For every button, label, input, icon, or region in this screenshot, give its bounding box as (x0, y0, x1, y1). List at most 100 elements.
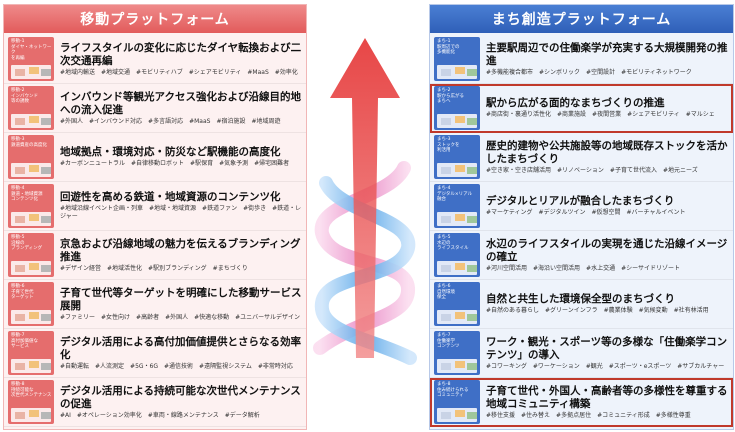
town-tile-label: まち-3 ストックを 利活用 (437, 137, 460, 153)
town-row-body: 主要駅周辺での住働楽学が充実する大規模開発の推進#多機能複合都市 #シンボリック… (486, 37, 731, 81)
mobility-row-6: 移動-6 子育て世代 ターゲット 子育て世代等ターゲットを明確にした移動サービス展… (4, 280, 306, 329)
town-row-body: 歴史的建物や公共施設等の地域既存ストックを活かしたまちづくり#空き家・空き店舗活… (486, 135, 731, 179)
town-row-tags: #マーケティング #デジタルツイン #仮想空間 #バーチャルイベント (486, 209, 686, 216)
town-tile-6: まち-6 自然環境 保全 (434, 282, 480, 326)
mobility-tile-label: 移動-1 ダイヤ・ネットワーク を再編 (11, 39, 52, 61)
town-tile-label: まち-5 水辺の ライフスタイル (437, 235, 469, 251)
mobility-tile-label: 移動-7 高付加価値な サービス (11, 333, 38, 349)
town-row-tags: #多機能複合都市 #シンボリック #空間設計 #モビリティネットワーク (486, 68, 692, 76)
town-tile-illustration (437, 261, 477, 275)
town-row-body: 水辺のライフスタイルの実現を通じた沿線イメージの確立#河川空間活用 #海沿い空間… (486, 233, 731, 277)
town-tile-label: まち-8 住み続けられる コミュニティ (437, 382, 469, 398)
town-row-6: まち-6 自然環境 保全 自然と共生した環境保全型のまちづくり#自然のある暮らし … (430, 280, 733, 329)
mobility-platform-panel: 移動プラットフォーム 移動-1 ダイヤ・ネットワーク を再編ライフスタイルの変化… (3, 4, 307, 430)
mobility-row-title: インバウンド等観光アクセス強化および沿線目的地への流入促進 (60, 90, 301, 116)
town-row-body: 子育て世代・外国人・高齢者等の多様性を尊重する地域コミュニティ構築#移住支援 #… (486, 380, 731, 424)
mobility-tile-2: 移動-2 インバウンド 等の誘致 (8, 86, 54, 130)
town-row-title: ワーク・観光・スポーツ等の多様な「住働楽学コンテンツ」の導入 (486, 335, 728, 361)
mobility-row-body: インバウンド等観光アクセス強化および沿線目的地への流入促進#外国人 #インバウン… (60, 86, 304, 130)
mobility-row-body: 子育て世代等ターゲットを明確にした移動サービス展開#ファミリー #女性向け #高… (60, 282, 304, 326)
town-row-1: まち-1 駅周辺での 多機能化 主要駅周辺での住働楽学が充実する大規模開発の推進#… (430, 35, 733, 84)
mobility-row-tags: #ファミリー #女性向け #高齢者 #外国人 #快適な移動 #ユニバーサルデザイ… (60, 313, 301, 321)
mobility-tile-label: 移動-3 鉄道資産の高度化 (11, 137, 47, 148)
town-tile-illustration (437, 359, 477, 373)
mobility-tile-illustration (11, 408, 51, 422)
mobility-tile-4: 移動-4 鉄道・地域資源 コンテンツ化 (8, 184, 54, 228)
town-creation-platform-panel: まち創造プラットフォーム まち-1 駅周辺での 多機能化 主要駅周辺での住働楽学が… (429, 4, 734, 430)
town-tile-5: まち-5 水辺の ライフスタイル (434, 233, 480, 277)
town-tile-8: まち-8 住み続けられる コミュニティ (434, 380, 480, 424)
mobility-tile-1: 移動-1 ダイヤ・ネットワーク を再編 (8, 37, 54, 81)
mobility-tile-illustration (11, 359, 51, 373)
mobility-row-body: デジタル活用による持続可能な次世代メンテナンスの促進#AI #オペレーション効率… (60, 380, 304, 424)
town-row-4: まち-4 デジタル×リアル 融合デジタルとリアルが融合したまちづくり#マーケティ… (430, 182, 733, 231)
mobility-tile-illustration (11, 114, 51, 128)
mobility-row-8: 移動-8 持続可能な 次世代メンテナンスデジタル活用による持続可能な次世代メンテ… (4, 378, 306, 427)
town-tile-illustration (437, 408, 477, 422)
mobility-tile-3: 移動-3 鉄道資産の高度化 (8, 135, 54, 179)
town-rows: まち-1 駅周辺での 多機能化主要駅周辺での住働楽学が充実する大規模開発の推進#… (430, 35, 733, 427)
town-tile-illustration (437, 163, 477, 177)
mobility-row-tags: #自動運転 #人流測定 #5G・6G #通信技術 #遠隔監視システム #非常時対… (60, 362, 293, 370)
mobility-tile-5: 移動-5 沿線の ブランディング (8, 233, 54, 277)
mobility-row-tags: #地域沿線イベント企画・列車 #地域・地域資源 #鉄道ファン #街歩き #鉄道・… (60, 205, 302, 220)
town-row-tags: #移住支援 #住み替え #多拠点居住 #コミュニティ形成 #多様性尊重 (486, 411, 691, 419)
town-row-7: まち-7 住働楽学 コンテンツワーク・観光・スポーツ等の多様な「住働楽学コンテン… (430, 329, 733, 378)
town-row-body: デジタルとリアルが融合したまちづくり#マーケティング #デジタルツイン #仮想空… (486, 184, 731, 228)
town-row-tags: #商店街・裏通り活性化 #商業施設 #夜間営業 #シェアモビリティ #マルシェ (486, 111, 715, 118)
mobility-row-5: 移動-5 沿線の ブランディング 京急および沿線地域の魅力を伝えるブランディング推… (4, 231, 306, 280)
mobility-row-tags: #デザイン経営 #地域活性化 #駅別ブランディング #まちづくり (60, 264, 248, 272)
mobility-row-title: 京急および沿線地域の魅力を伝えるブランディング推進 (60, 237, 301, 263)
town-tile-label: まち-4 デジタル×リアル 融合 (437, 186, 473, 202)
town-row-title: 主要駅周辺での住働楽学が充実する大規模開発の推進 (486, 41, 728, 67)
mobility-tile-label: 移動-5 沿線の ブランディング (11, 235, 43, 251)
mobility-tile-illustration (11, 163, 51, 177)
town-row-8: まち-8 住み続けられる コミュニティ 子育て世代・外国人・高齢者等の多様性を尊重… (430, 378, 733, 427)
town-row-title: 子育て世代・外国人・高齢者等の多様性を尊重する地域コミュニティ構築 (486, 384, 728, 410)
mobility-row-tags: #外国人 #インバウンド対応 #多言語対応 #MaaS #宿泊施設 #地域周遊 (60, 117, 281, 125)
town-row-title: 駅から広がる面的なまちづくりの推進 (486, 97, 665, 109)
mobility-row-title: 地域拠点・環境対応・防災など駅機能の高度化 (60, 146, 281, 158)
mobility-row-tags: #AI #オペレーション効率化 #車両・線路メンテナンス #データ解析 (60, 411, 260, 419)
town-tile-4: まち-4 デジタル×リアル 融合 (434, 184, 480, 228)
mobility-tile-illustration (11, 310, 51, 324)
town-row-title: 自然と共生した環境保全型のまちづくり (486, 293, 675, 305)
mobility-tile-illustration (11, 65, 51, 79)
mobility-platform-header: 移動プラットフォーム (4, 5, 306, 33)
mobility-row-title: 回遊性を高める鉄道・地域資源のコンテンツ化 (60, 191, 281, 203)
mobility-row-body: デジタル活用による高付加価値提供とさらなる効率化#自動運転 #人流測定 #5G・… (60, 331, 304, 375)
town-tile-1: まち-1 駅周辺での 多機能化 (434, 37, 480, 81)
town-row-body: 自然と共生した環境保全型のまちづくり#自然のある暮らし #グリーンインフラ #農… (486, 282, 731, 326)
town-tile-label: まち-2 駅から広がる まちへ (437, 88, 464, 104)
town-row-title: 水辺のライフスタイルの実現を通じた沿線イメージの確立 (486, 237, 728, 263)
town-tile-illustration (437, 65, 477, 79)
mobility-row-body: 回遊性を高める鉄道・地域資源のコンテンツ化 #地域沿線イベント企画・列車 #地域・… (60, 184, 304, 228)
mobility-tile-8: 移動-8 持続可能な 次世代メンテナンス (8, 380, 54, 424)
mobility-tile-label: 移動-2 インバウンド 等の誘致 (11, 88, 38, 104)
town-tile-label: まち-1 駅周辺での 多機能化 (437, 39, 460, 55)
mobility-row-7: 移動-7 高付加価値な サービス デジタル活用による高付加価値提供とさらなる効率化… (4, 329, 306, 378)
mobility-row-body: ライフスタイルの変化に応じたダイヤ転換および二次交通再編#地域内輸送 #地域交通… (60, 37, 304, 81)
mobility-tile-label: 移動-4 鉄道・地域資源 コンテンツ化 (11, 186, 43, 202)
mobility-tile-7: 移動-7 高付加価値な サービス (8, 331, 54, 375)
mobility-tile-illustration (11, 212, 51, 226)
town-tile-label: まち-6 自然環境 保全 (437, 284, 455, 300)
town-row-body: ワーク・観光・スポーツ等の多様な「住働楽学コンテンツ」の導入#コワーキング #ワ… (486, 331, 731, 375)
mobility-row-title: 子育て世代等ターゲットを明確にした移動サービス展開 (60, 286, 302, 312)
town-row-title: 歴史的建物や公共施設等の地域既存ストックを活かしたまちづくり (486, 139, 728, 165)
town-row-2: まち-2 駅から広がる まちへ駅から広がる面的なまちづくりの推進 #商店街・裏通り… (430, 84, 733, 133)
town-tile-3: まち-3 ストックを 利活用 (434, 135, 480, 179)
town-tile-illustration (437, 310, 477, 324)
mobility-row-title: デジタル活用による高付加価値提供とさらなる効率化 (60, 335, 301, 361)
town-row-3: まち-3 ストックを 利活用 歴史的建物や公共施設等の地域既存ストックを活かしたま… (430, 133, 733, 182)
mobility-tile-label: 移動-6 子育て世代 ターゲット (11, 284, 34, 300)
mobility-row-tags: #地域内輸送 #地域交通 #モビリティハブ #シェアモビリティ #MaaS #効… (60, 68, 298, 76)
mobility-row-body: 京急および沿線地域の魅力を伝えるブランディング推進#デザイン経営 #地域活性化 … (60, 233, 304, 277)
mobility-row-2: 移動-2 インバウンド 等の誘致 インバウンド等観光アクセス強化および沿線目的地へ… (4, 84, 306, 133)
town-row-5: まち-5 水辺の ライフスタイル 水辺のライフスタイルの実現を通じた沿線イメージの… (430, 231, 733, 280)
town-row-body: 駅から広がる面的なまちづくりの推進 #商店街・裏通り活性化 #商業施設 #夜間営業… (486, 86, 731, 130)
town-row-tags: #河川空間活用 #海沿い空間活用 #水上交通 #シーサイドリゾート (486, 264, 680, 272)
town-creation-platform-header: まち創造プラットフォーム (430, 5, 733, 33)
town-tile-2: まち-2 駅から広がる まちへ (434, 86, 480, 130)
mobility-row-4: 移動-4 鉄道・地域資源 コンテンツ化 回遊性を高める鉄道・地域資源のコンテンツ化… (4, 182, 306, 231)
